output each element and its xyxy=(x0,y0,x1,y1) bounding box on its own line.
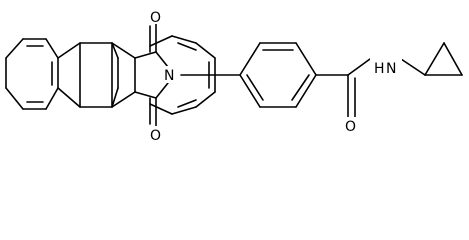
amide-nitrogen-label: N xyxy=(386,61,396,77)
chemical-structure: O N O H N O xyxy=(5,8,463,144)
cyclopropyl-ring xyxy=(400,42,463,76)
benzo-ring xyxy=(5,38,59,110)
oxygen-top-label: O xyxy=(150,10,161,26)
imide-nitrogen-label: N xyxy=(164,68,174,84)
imide-ring xyxy=(134,23,169,127)
bicyclic-bridge xyxy=(57,42,136,108)
phenylene-ring xyxy=(239,42,317,108)
oxygen-bottom-label: O xyxy=(150,128,161,144)
amide-oxygen-label: O xyxy=(345,119,356,135)
amide-group xyxy=(315,58,371,118)
amide-h-label: H xyxy=(374,61,385,77)
